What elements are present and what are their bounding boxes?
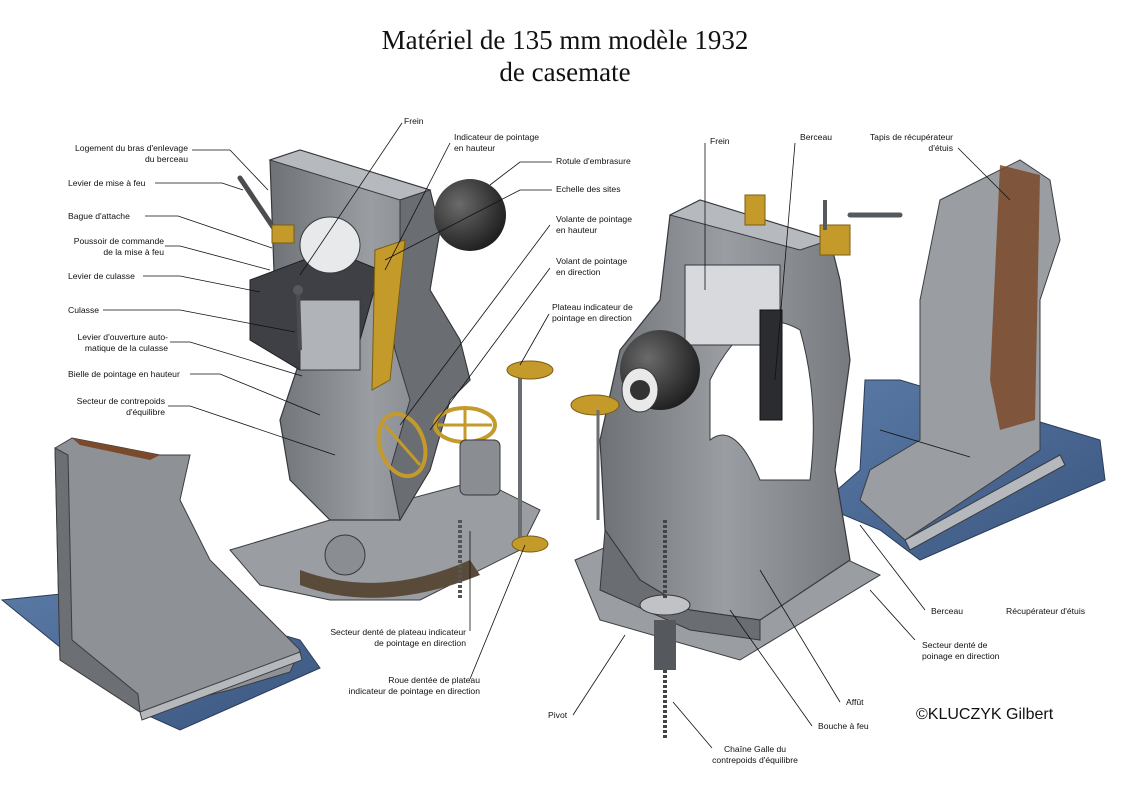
label-volant-hauteur: Volante de pointage en hauteur [556, 214, 632, 235]
left-gearbox [459, 439, 501, 496]
left-plateau-top [506, 360, 554, 380]
label-frein-right: Frein [710, 136, 730, 146]
right-affut-front [599, 528, 761, 641]
label-bielle: Bielle de pointage en hauteur [68, 369, 180, 379]
left-gun [0, 149, 554, 731]
leader-lines [103, 122, 1011, 749]
label-levier-ouverture: Levier d'ouverture auto- matique de la c… [77, 332, 169, 353]
label-secteur-direction: Secteur denté de poinage en direction [922, 640, 1000, 661]
right-chute-leather [990, 165, 1040, 430]
label-echelle: Echelle des sites [556, 184, 621, 194]
label-plateau: Plateau indicateur de pointage en direct… [552, 302, 633, 323]
left-plateau-bottom [511, 535, 549, 553]
right-plateau [570, 394, 620, 416]
left-handwheel-elevation [433, 406, 497, 444]
left-base-ring [300, 560, 480, 598]
left-echelle [371, 239, 406, 391]
left-chute-lip [139, 651, 303, 721]
title-line-2: de casemate [499, 57, 631, 87]
label-poussoir: Poussoir de commande de la mise à feu [73, 236, 164, 257]
label-frein-left: Frein [404, 116, 424, 126]
left-handwheel-direction [376, 412, 428, 478]
label-tapis: Tapis de récupérateur d'étuis [869, 132, 953, 153]
left-rotule [434, 179, 506, 251]
left-firing-lever [237, 175, 278, 233]
label-secteur-contrepoids: Secteur de contrepoids d'équilibre [76, 396, 165, 417]
label-roue: Roue dentée de plateau indicateur de poi… [348, 675, 480, 696]
left-chute-side [54, 447, 141, 713]
label-affut: Affût [846, 697, 864, 707]
label-indicateur-hauteur: Indicateur de pointage en hauteur [454, 132, 540, 153]
label-bouche: Bouche à feu [818, 721, 869, 731]
left-chute-leather [72, 438, 160, 460]
right-chute-lip [904, 454, 1066, 551]
label-volant-direction: Volant de pointage en direction [556, 256, 628, 277]
diagram-title: Matériel de 135 mm modèle 1932 de casema… [0, 24, 1130, 88]
label-logement: Logement du bras d'enlevage du berceau [75, 143, 188, 164]
label-culasse: Culasse [68, 305, 100, 315]
label-secteur-plateau: Secteur denté de plateau indicateur de p… [330, 627, 466, 648]
label-recuperateur: Récupérateur d'étuis [1006, 606, 1086, 616]
left-breech-lever [296, 289, 302, 351]
label-levier-mise-feu: Levier de mise à feu [68, 178, 146, 188]
title-line-1: Matériel de 135 mm modèle 1932 [381, 25, 749, 55]
label-levier-culasse: Levier de culasse [68, 271, 135, 281]
label-bague-attache: Bague d'attache [68, 211, 130, 221]
label-pivot: Pivot [548, 710, 568, 720]
label-berceau-bottom: Berceau [931, 606, 964, 616]
right-gun [570, 159, 1106, 740]
label-berceau-top: Berceau [800, 132, 833, 142]
label-rotule: Rotule d'embrasure [556, 156, 631, 166]
left-breech-ring [299, 216, 361, 274]
left-breech [299, 299, 361, 371]
label-chaine: Chaîne Galle du contrepoids d'équilibre [712, 744, 798, 765]
copyright-notice: ©KLUCZYK Gilbert [916, 706, 1054, 723]
right-cradle-plate [759, 309, 783, 421]
